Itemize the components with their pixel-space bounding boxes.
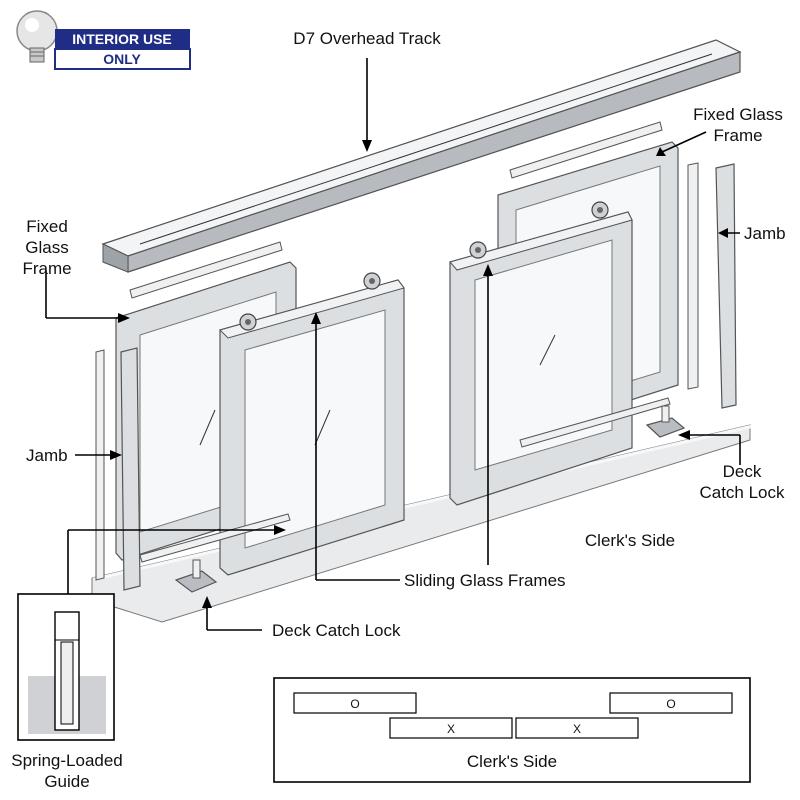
plan-view: O O X X Clerk's Side [273, 677, 751, 783]
badge-top-bar [55, 29, 190, 49]
right-top-rail [509, 121, 663, 179]
leader-lines [45, 58, 741, 631]
left-deck-catch-lock [174, 559, 218, 593]
badge-line1: INTERIOR USE [72, 31, 172, 47]
label-overhead-track: D7 Overhead Track [293, 29, 441, 48]
plan-fixed-panel-left [293, 692, 417, 714]
plan-view-caption: Clerk's Side [467, 752, 557, 771]
left-top-rail [129, 241, 283, 299]
label-left-jamb: Jamb [26, 446, 68, 465]
left-inner-jamb [95, 349, 105, 581]
label-left-fixed-frame-line2: Glass [25, 238, 68, 257]
label-deck-catch-lock-bottom: Deck Catch Lock [272, 621, 401, 640]
plan-fixed-mark-left: O [350, 697, 359, 711]
label-spring-guide-line1: Spring-Loaded [11, 751, 123, 770]
badge-line2: ONLY [103, 51, 141, 67]
interior-use-badge: INTERIOR USE ONLY [16, 10, 191, 70]
label-left-fixed-frame-line3: Frame [22, 259, 71, 278]
label-right-deck-catch-line1: Deck [723, 462, 762, 481]
spring-loaded-guide-inset [17, 593, 115, 741]
plan-sliding-mark-left: X [447, 722, 455, 736]
lightbulb-icon [16, 10, 58, 63]
label-right-deck-catch-line2: Catch Lock [699, 483, 785, 502]
plan-sliding-panel-right [515, 717, 639, 739]
right-bottom-rail [519, 397, 671, 448]
left-sliding-glass-frame [219, 272, 405, 576]
plan-sliding-mark-right: X [573, 722, 581, 736]
plan-fixed-mark-right: O [666, 697, 675, 711]
plan-sliding-panel-left [389, 717, 513, 739]
right-sliding-glass-frame [449, 201, 633, 506]
right-outer-jamb [715, 163, 737, 409]
overhead-track [101, 39, 742, 273]
label-sliding-glass-frames: Sliding Glass Frames [404, 571, 566, 590]
left-outer-jamb [120, 347, 141, 591]
label-spring-guide-line2: Guide [44, 772, 89, 791]
label-clerks-side-main: Clerk's Side [585, 531, 675, 550]
label-right-jamb: Jamb [744, 224, 786, 243]
plan-fixed-panel-right [609, 692, 733, 714]
right-inner-jamb [687, 162, 699, 390]
left-bottom-rail [139, 513, 291, 563]
right-deck-catch-lock [645, 405, 686, 438]
label-right-fixed-frame-line1: Fixed Glass [693, 105, 783, 124]
badge-bottom-bar [54, 48, 191, 70]
label-right-fixed-frame-line2: Frame [713, 126, 762, 145]
label-left-fixed-frame-line1: Fixed [26, 217, 68, 236]
